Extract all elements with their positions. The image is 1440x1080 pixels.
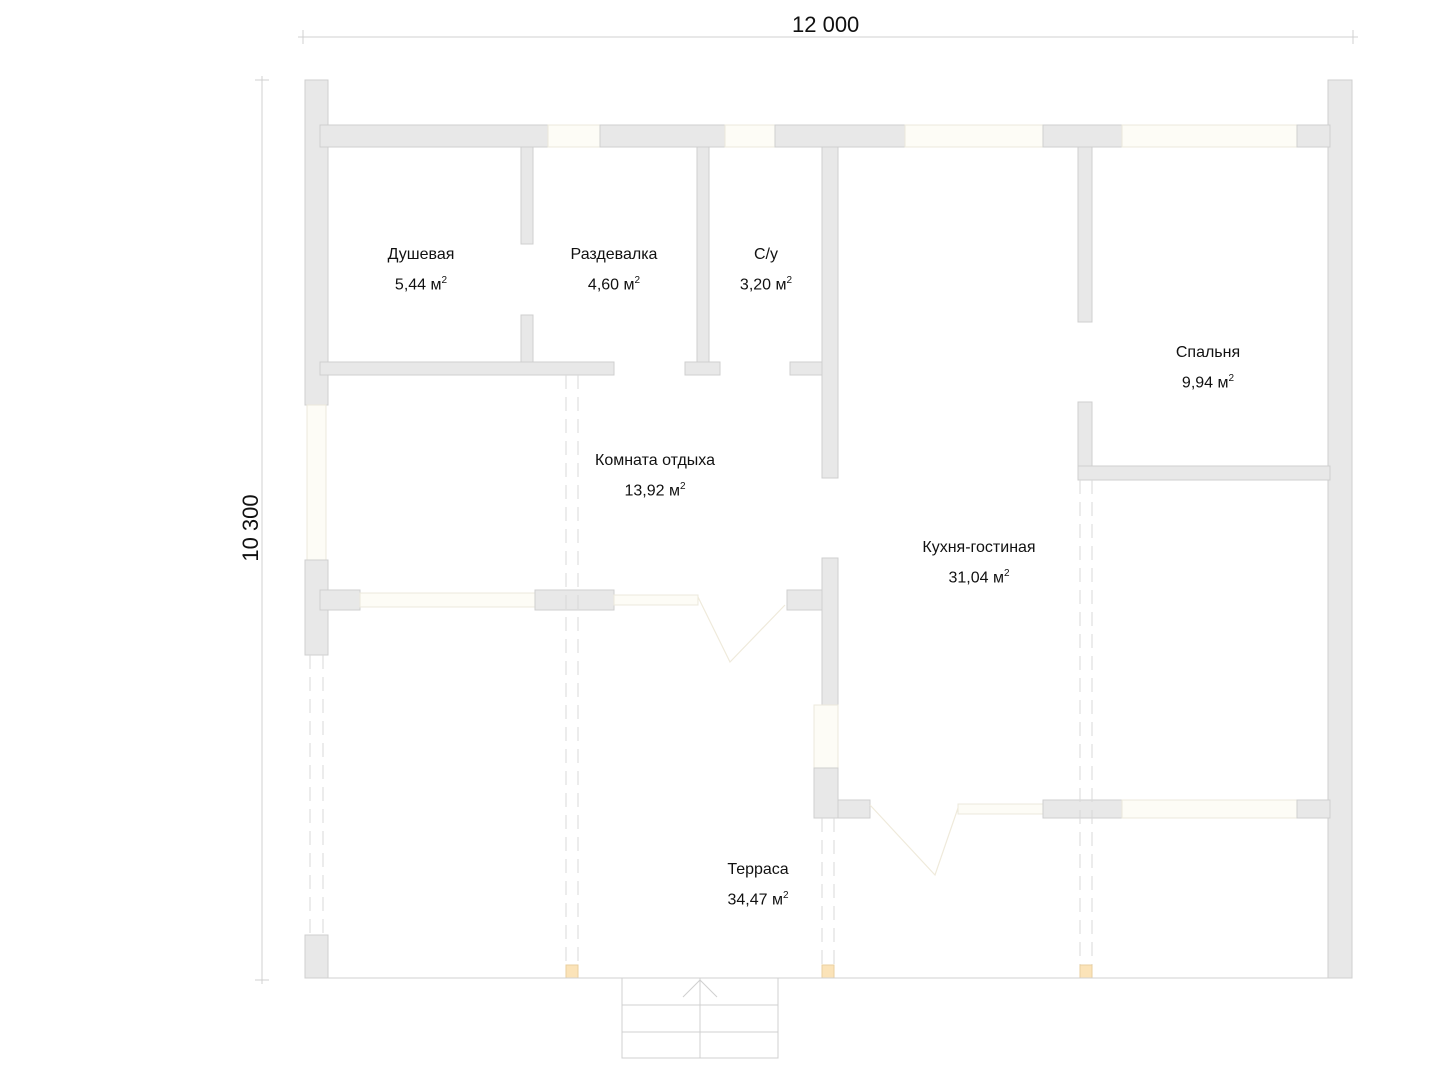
walls [304, 79, 1353, 979]
door-swings [697, 596, 959, 877]
height-dimension: 10 300 [238, 494, 263, 562]
entrance-steps [621, 977, 779, 1059]
height-dimension-line [255, 76, 269, 984]
width-dimension-line [298, 30, 1358, 44]
width-dimension: 12 000 [792, 12, 860, 37]
terrace-posts [305, 375, 1352, 979]
